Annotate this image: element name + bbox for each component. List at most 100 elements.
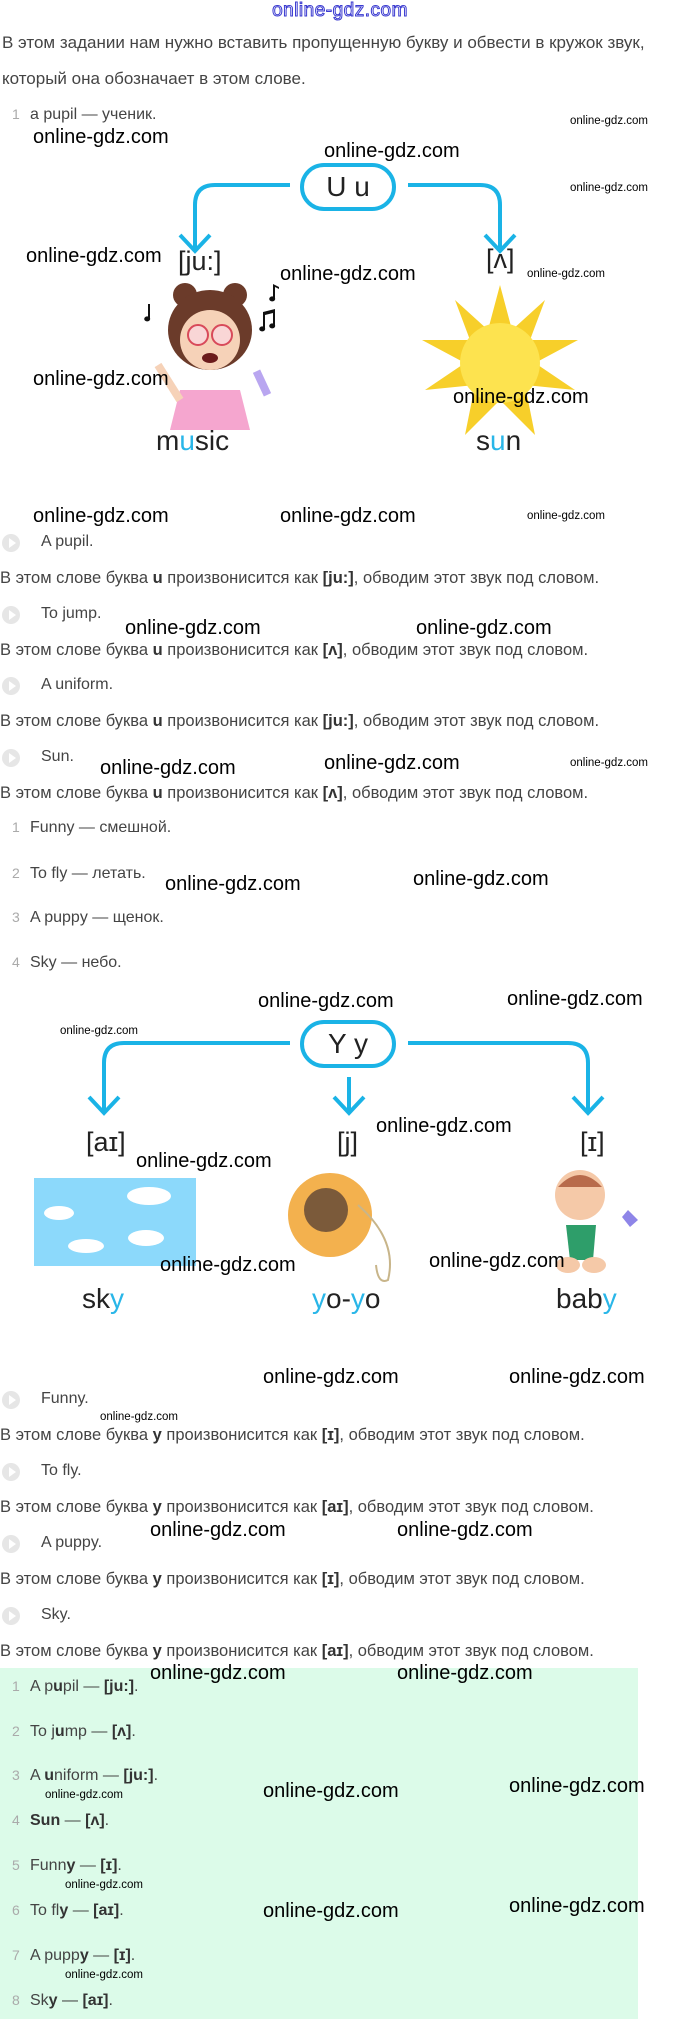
answers-panel [0, 1668, 638, 2019]
explanation-text: В этом слове буква u произвонисится как … [0, 641, 588, 660]
answer-part: — [88, 1947, 114, 1964]
explanation-text: В этом слове буква u произвонисится как … [0, 712, 599, 731]
sound-ai: [aɪ] [86, 1127, 126, 1157]
watermark-text: online-gdz.com [136, 1150, 272, 1172]
watermark-text: online-gdz.com [60, 1025, 138, 1037]
explanation-part: , обводим этот звук под словом. [339, 1426, 585, 1444]
answer-letter: Sun [30, 1812, 61, 1829]
explanation-text: В этом слове буква u произвонисится как … [0, 784, 588, 803]
audio-word: Sun. [41, 748, 74, 765]
answer-letter: u [44, 1767, 55, 1784]
explanation-sound: [aɪ] [321, 1498, 349, 1516]
item-number: 1 [12, 1678, 20, 1694]
explanation-sound: [ɪ] [321, 1426, 340, 1444]
highlight-letter: u [490, 425, 506, 456]
play-audio-button[interactable] [2, 749, 20, 767]
highlight-letter: y [110, 1283, 124, 1314]
explanation-sound: [aɪ] [321, 1642, 349, 1660]
item-text: A puppy — щенок. [30, 909, 164, 926]
play-audio-button[interactable] [2, 1535, 20, 1553]
item-number: 2 [12, 1723, 20, 1739]
answer-letter: u [54, 1723, 65, 1740]
answer-sound: [ju:] [103, 1678, 135, 1695]
answer-part: . [104, 1812, 110, 1829]
site-logo[interactable]: online-gdz.com [272, 0, 408, 22]
word-part: bab [556, 1283, 603, 1314]
watermark-text: online-gdz.com [263, 1780, 399, 1802]
item-text: Sky — небо. [30, 954, 122, 971]
answer-part: Funn [30, 1857, 67, 1874]
play-audio-button[interactable] [2, 606, 20, 624]
word-baby: baby [556, 1283, 617, 1315]
watermark-text: online-gdz.com [280, 505, 416, 527]
answer-sound: [aɪ] [93, 1902, 120, 1919]
item-number: 5 [12, 1857, 20, 1873]
explanation-part: В этом слове буква [0, 712, 153, 730]
explanation-letter: u [152, 569, 163, 587]
vocab-item: 3 A puppy — щенок. [12, 909, 164, 927]
explanation-text: В этом слове буква y произвонисится как … [0, 1570, 585, 1589]
answer-letter: y [66, 1857, 76, 1874]
explanation-part: произвонисится как [162, 641, 323, 659]
word-part: sk [82, 1283, 110, 1314]
watermark-text: online-gdz.com [160, 1254, 296, 1276]
item-number: 3 [12, 909, 20, 925]
sun-image [422, 285, 578, 435]
answer-part: . [153, 1767, 159, 1784]
explanation-part: , обводим этот звук под словом. [339, 1570, 585, 1588]
highlight-letter: y [350, 1283, 365, 1314]
answer-part: To fl [30, 1902, 60, 1919]
word-music: music [156, 425, 229, 457]
word-part: o [364, 1283, 381, 1314]
explanation-part: произвонисится как [161, 1426, 322, 1444]
girl-music-image [144, 283, 279, 430]
play-audio-button[interactable] [2, 1463, 20, 1481]
item-number: 4 [12, 954, 20, 970]
explanation-part: В этом слове буква [0, 1426, 153, 1444]
play-audio-button[interactable] [2, 1391, 20, 1409]
explanation-part: В этом слове буква [0, 1642, 153, 1660]
explanation-sound: [ɪ] [321, 1570, 340, 1588]
answer-sound: [ɪ] [100, 1857, 118, 1874]
watermark-text: online-gdz.com [429, 1250, 565, 1272]
explanation-text: В этом слове буква u произвонисится как … [0, 569, 599, 588]
explanation-letter: y [152, 1642, 162, 1660]
watermark-text: online-gdz.com [33, 368, 169, 390]
play-audio-button[interactable] [2, 1607, 20, 1625]
explanation-part: произвонисится как [161, 1570, 322, 1588]
watermark-text: online-gdz.com [509, 1895, 645, 1917]
answer-letter: u [53, 1678, 63, 1695]
watermark-text: online-gdz.com [413, 868, 549, 890]
audio-word: A uniform. [41, 676, 114, 693]
explanation-letter: y [152, 1570, 162, 1588]
word-yoyo: yo-yo [312, 1283, 380, 1315]
answer-letter: y [59, 1902, 69, 1919]
highlight-letter: u [179, 425, 195, 456]
watermark-text: online-gdz.com [263, 1366, 399, 1388]
vocab-item: 4 Sky — небо. [12, 954, 122, 972]
play-audio-button[interactable] [2, 677, 20, 695]
answer-sound: [ʌ] [85, 1812, 105, 1829]
explanation-part: , обводим этот звук под словом. [353, 712, 600, 730]
explanation-text: В этом слове буква y произвонисится как … [0, 1426, 585, 1445]
explanation-letter: u [152, 641, 163, 659]
answer-sound: [ɪ] [113, 1947, 131, 1964]
explanation-part: , обводим этот звук под словом. [348, 1498, 594, 1516]
explanation-letter: u [152, 784, 163, 802]
watermark-text: online-gdz.com [324, 752, 460, 774]
play-audio-button[interactable] [2, 534, 20, 552]
watermark-text: online-gdz.com [33, 505, 169, 527]
explanation-part: произвонисится как [162, 784, 323, 802]
highlight-letter: y [602, 1283, 617, 1314]
answer-part: — [68, 1902, 94, 1919]
explanation-sound: [ju:] [322, 569, 354, 587]
explanation-letter: y [152, 1426, 162, 1444]
explanation-sound: [ju:] [322, 712, 354, 730]
sound-schwa: [ʌ] [486, 244, 515, 274]
watermark-text: online-gdz.com [509, 1366, 645, 1388]
answer-part: . [134, 1678, 139, 1695]
